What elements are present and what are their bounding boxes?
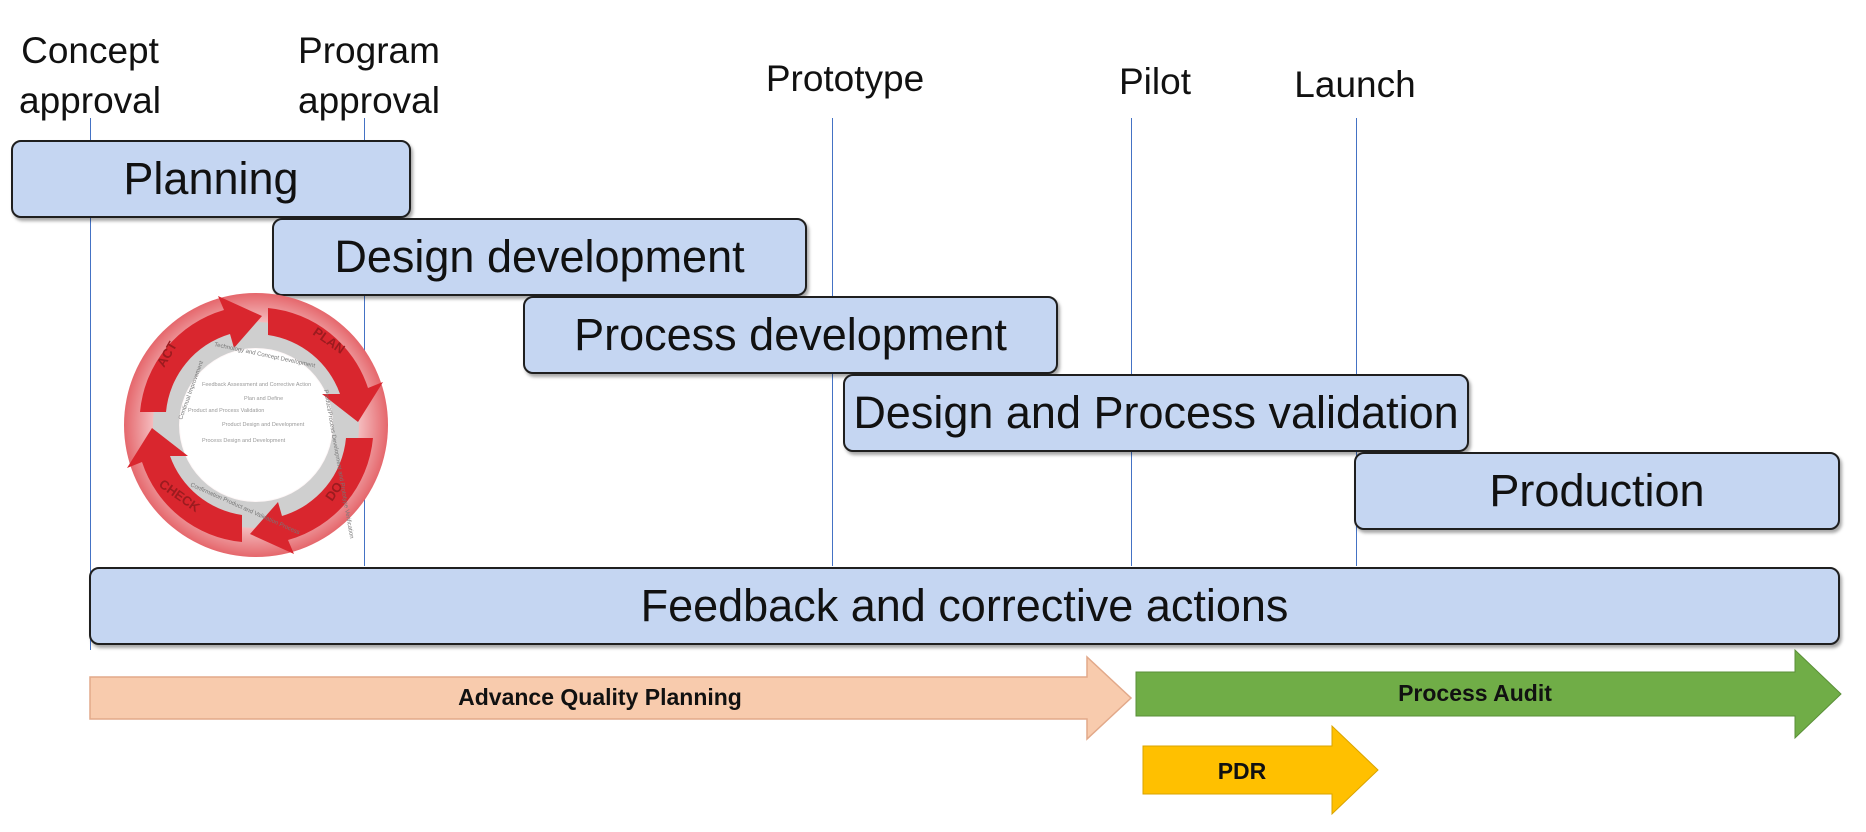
program-guide-line (364, 118, 365, 566)
phase-planning: Planning (11, 140, 411, 218)
aqp-arrow-shape (89, 655, 1133, 741)
pdca-arrow-check (127, 428, 242, 542)
pdca-arrow-do (250, 438, 373, 554)
pdr-arrow-shape (1142, 724, 1379, 816)
aqp-arrow-label: Advance Quality Planning (458, 684, 742, 710)
pdca-cycle-graphic: PLAN DO CHECK ACT Technology and Concept… (124, 293, 388, 557)
milestone-program-line1: Program (298, 30, 440, 71)
phase-production: Production (1354, 452, 1840, 530)
pdca-center-text-2: Plan and Define (244, 396, 283, 402)
milestone-launch: Launch (1294, 64, 1416, 105)
process-audit-arrow (1135, 648, 1842, 740)
phase-feedback: Feedback and corrective actions (89, 567, 1840, 645)
pdr-arrow (1142, 724, 1379, 816)
aqp-arrow (89, 655, 1133, 741)
phase-design-process-validation: Design and Process validation (843, 374, 1469, 452)
process-audit-arrow-shape (1135, 648, 1842, 740)
pdr-arrow-label: PDR (1217, 758, 1267, 784)
pdca-inner-disc (180, 349, 332, 501)
milestone-prototype: Prototype (765, 58, 925, 99)
phase-design-development: Design development (272, 218, 807, 296)
milestone-program-approval: Program approval (285, 26, 453, 126)
process-audit-arrow-label: Process Audit (1398, 680, 1552, 706)
launch-guide-line (1356, 118, 1357, 566)
pdca-center-text-1: Feedback Assessment and Corrective Actio… (202, 382, 311, 388)
milestone-program-line2: approval (298, 80, 440, 121)
phase-process-development: Process development (523, 296, 1058, 374)
concept-guide-line (90, 118, 91, 650)
pdca-arrow-plan (268, 308, 383, 422)
pdca-center-text-4: Product Design and Development (222, 422, 305, 428)
milestone-concept-line2: approval (19, 80, 161, 121)
pilot-guide-line (1131, 118, 1132, 566)
milestone-concept-approval: Concept approval (6, 26, 174, 126)
milestone-pilot: Pilot (1119, 61, 1191, 102)
pdca-arrow-act (140, 296, 262, 412)
pdca-gray-ring (153, 322, 359, 528)
milestone-concept-line1: Concept (21, 30, 159, 71)
pdca-center-text-5: Process Design and Development (202, 438, 286, 444)
pdca-center-text-3: Product and Process Validation (188, 408, 264, 414)
